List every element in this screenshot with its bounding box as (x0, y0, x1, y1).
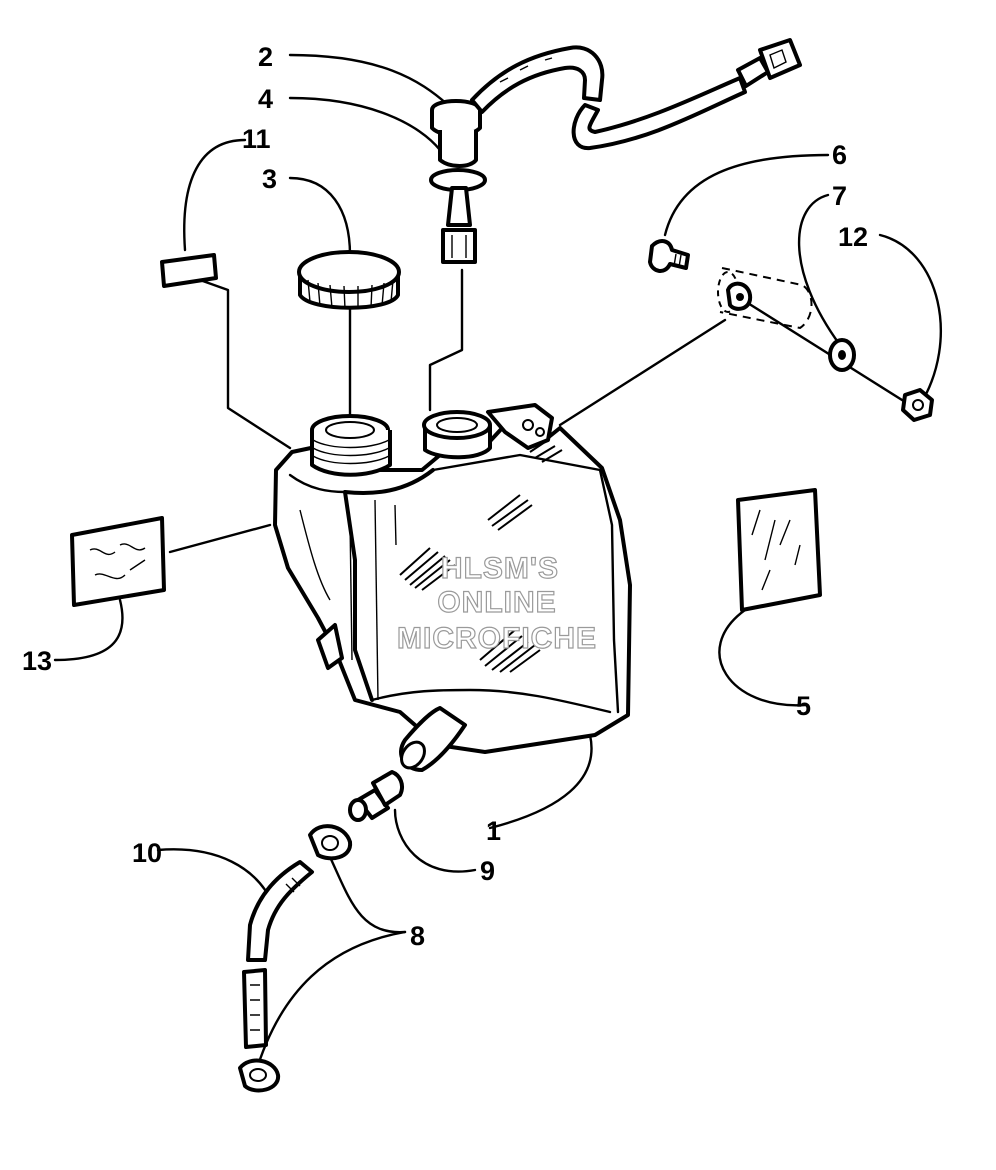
callout-5: 5 (796, 691, 811, 721)
callout-7: 7 (832, 181, 847, 211)
tank-clip (160, 253, 218, 288)
callout-6: 6 (832, 140, 847, 170)
watermark-line-3: MICROFICHE (397, 622, 597, 655)
callout-4: 4 (258, 84, 273, 114)
oil-hose (242, 860, 314, 1049)
hose-clamp-upper (308, 824, 353, 861)
oil-level-sender (429, 99, 487, 264)
tank-shading (399, 439, 563, 673)
decal-left (70, 516, 166, 607)
decal-right (736, 488, 822, 612)
mounting-bolt (648, 239, 690, 273)
washer (828, 338, 856, 372)
sender-port (422, 410, 492, 460)
callout-12: 12 (838, 222, 868, 252)
filler-cap (297, 250, 401, 310)
callout-2: 2 (258, 42, 273, 72)
callout-1: 1 (486, 816, 501, 846)
oil-tank (273, 403, 632, 772)
callout-11: 11 (242, 124, 271, 154)
callout-3: 3 (262, 164, 277, 194)
callout-13: 13 (22, 646, 52, 676)
sender-wire-harness (470, 38, 802, 151)
watermark: HLSM'S ONLINE MICROFICHE (396, 551, 597, 655)
outlet-fitting (348, 770, 404, 822)
watermark-line-1: HLSM'S (441, 552, 559, 585)
callout-labels: 2 4 11 3 6 7 12 13 5 1 10 9 8 (22, 42, 868, 951)
mounting-spacer (717, 267, 813, 330)
watermark-line-2: ONLINE (437, 586, 556, 619)
callout-8: 8 (410, 921, 425, 951)
hose-clamp-lower (238, 1058, 280, 1093)
callout-10: 10 (132, 838, 162, 868)
lock-nut (901, 388, 934, 422)
filler-neck (310, 414, 392, 477)
callout-9: 9 (480, 856, 495, 886)
